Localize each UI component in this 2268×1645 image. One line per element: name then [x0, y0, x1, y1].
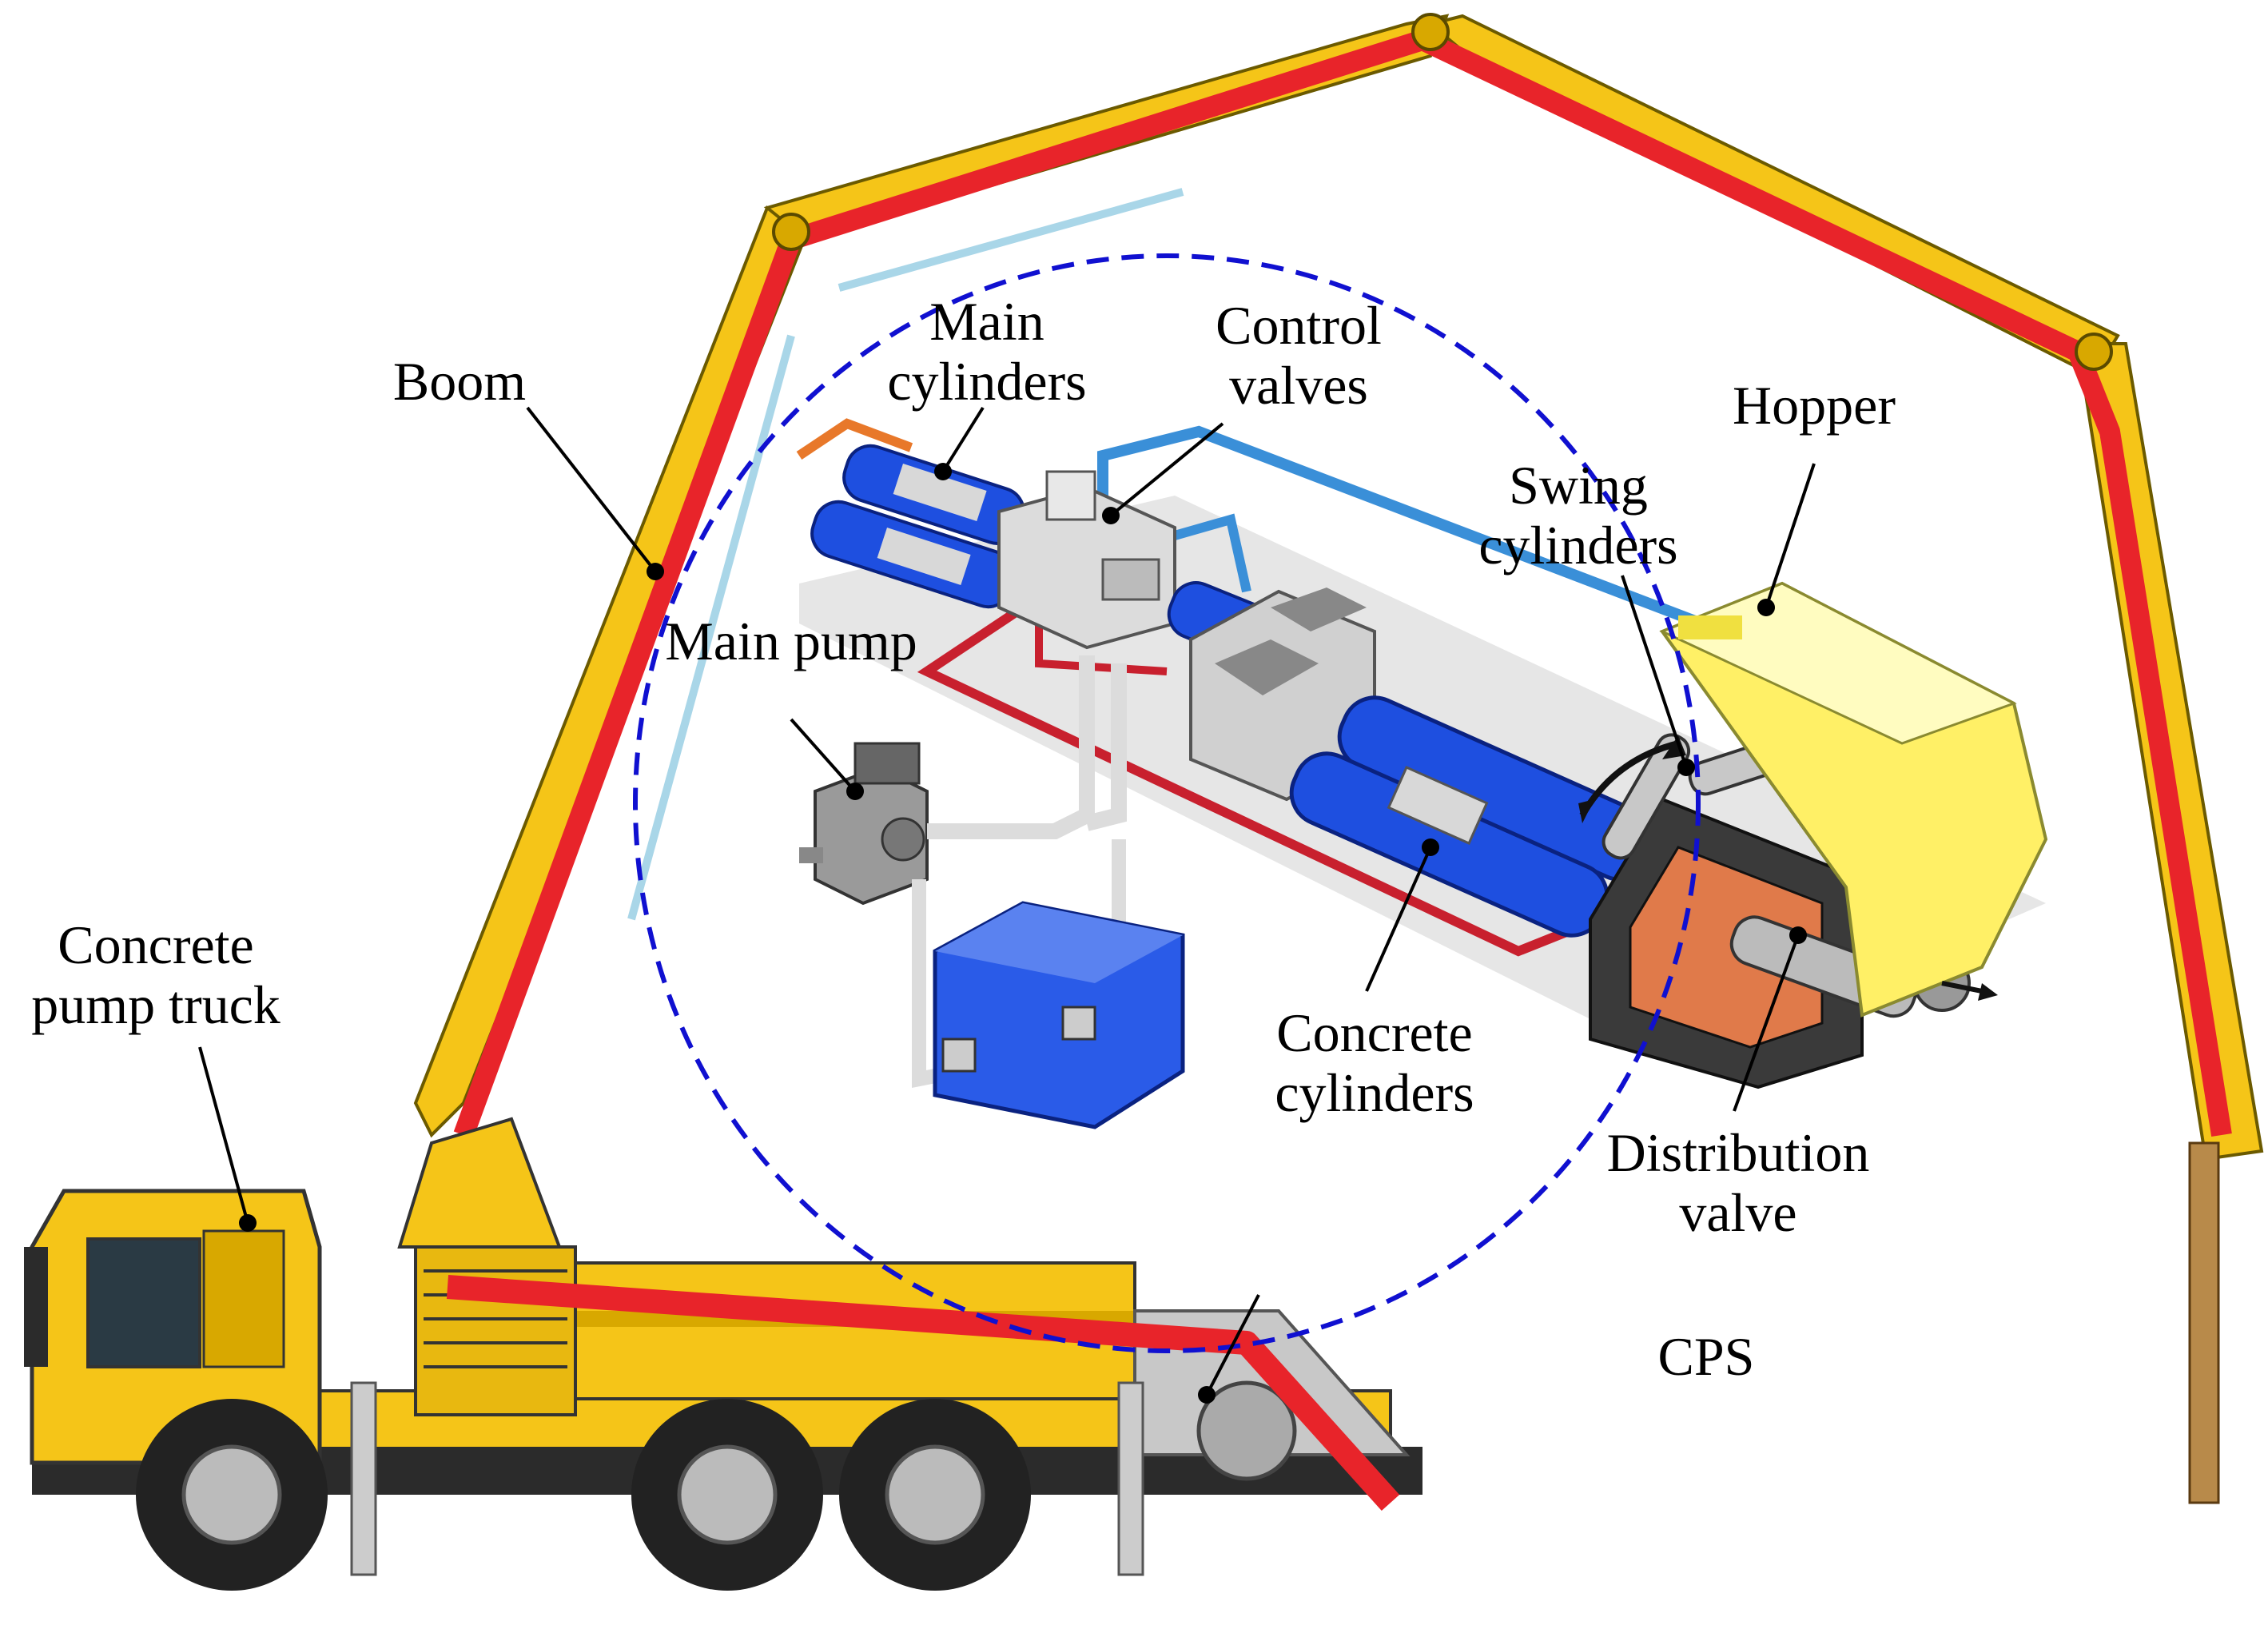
label-boom: Boom: [393, 351, 526, 412]
label-swing-cylinders-line2: cylinders: [1478, 515, 1677, 576]
control-valves: [997, 470, 1176, 650]
oil-tank: [933, 901, 1185, 1129]
label-distribution-valve-line2: valve: [1679, 1182, 1796, 1243]
label-hopper: Hopper: [1733, 375, 1896, 436]
hopper: [1659, 581, 2048, 1018]
label-swing-cylinders-line1: Swing: [1509, 455, 1648, 516]
label-main-cylinders-line1: Main: [929, 291, 1044, 352]
label-main-cylinders-line2: cylinders: [887, 351, 1086, 412]
leader-boom: [526, 406, 657, 573]
concrete-pump-truck: [24, 1117, 1422, 1591]
label-concrete-cylinders-line1: Concrete: [1276, 1002, 1472, 1063]
main-cylinders: [810, 444, 1025, 609]
leader-main-pump: [790, 718, 857, 793]
label-distribution-valve-line1: Distribution: [1607, 1122, 1870, 1183]
boom: [413, 13, 2264, 1504]
truck-delivery-pipe: [446, 1275, 1400, 1512]
label-main-pump: Main pump: [665, 611, 917, 671]
leader-cps: [1205, 1294, 1260, 1396]
leader-lines: [198, 406, 1816, 1396]
leader-main-cylinders: [941, 406, 985, 473]
end-hose: [2188, 1141, 2220, 1504]
leader-concrete-pump-truck: [198, 1046, 249, 1224]
label-control-valves-line2: valves: [1229, 355, 1368, 416]
leader-concrete-cylinders: [1365, 846, 1432, 992]
red-hydraulic-line: [917, 603, 1601, 957]
label-concrete-pump-truck-line1: Concrete: [58, 914, 253, 975]
leader-control-valves: [1109, 422, 1224, 517]
cps-boundary: [633, 253, 1701, 1353]
label-cps: CPS: [1658, 1326, 1755, 1387]
leader-swing-cylinders: [1621, 575, 1688, 768]
main-pump: [799, 742, 929, 906]
label-control-valves-line1: Control: [1216, 295, 1382, 356]
boom-delivery-pipe: [453, 30, 2232, 1139]
label-concrete-cylinders-line2: cylinders: [1275, 1062, 1474, 1123]
leader-hopper: [1765, 463, 1816, 608]
label-concrete-pump-truck-line2: pump truck: [31, 974, 281, 1035]
concrete-cylinders: [1289, 695, 1657, 938]
leader-distribution-valve: [1733, 934, 1800, 1112]
leader-dots: [239, 463, 1807, 1404]
labels: Boom Main cylinders Control valves Hoppe…: [31, 291, 1896, 1387]
truck-wheels: [136, 1399, 1031, 1591]
